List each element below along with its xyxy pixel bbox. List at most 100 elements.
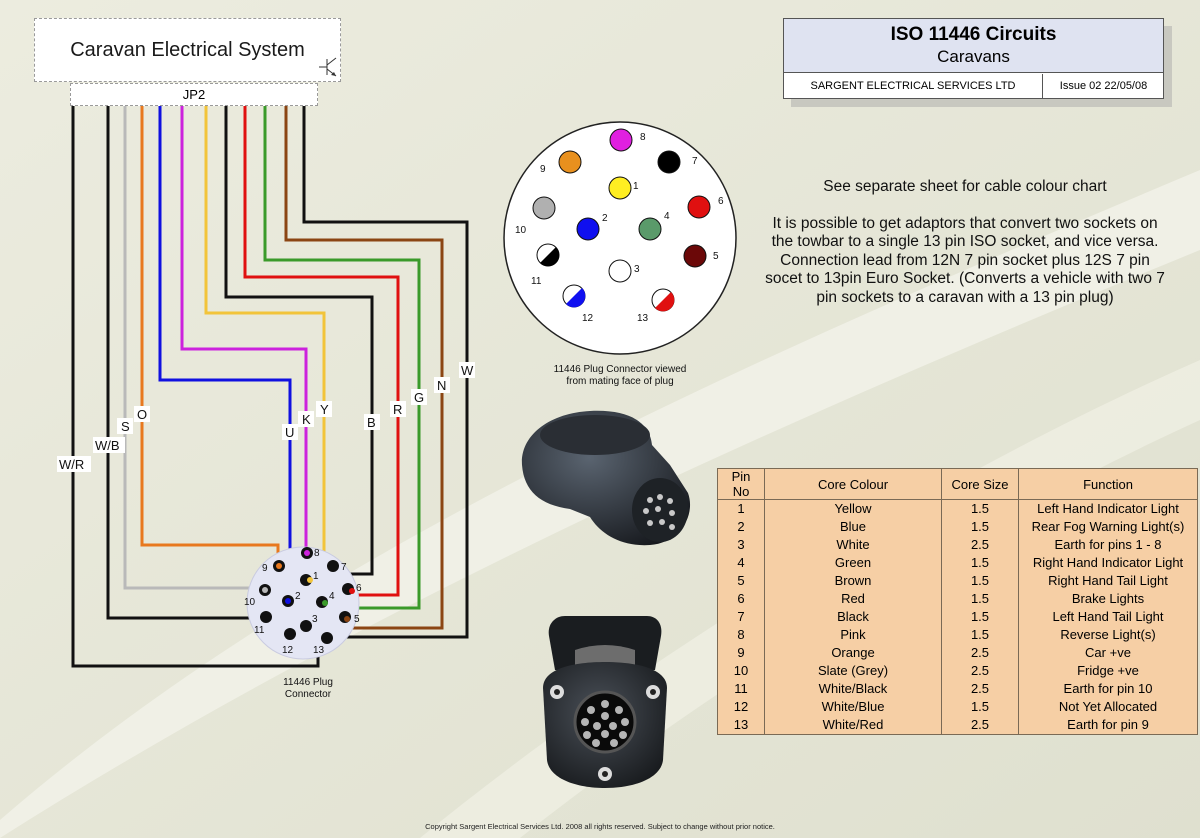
table-cell: 9 [717,644,765,662]
small-connector-caption-line2: Connector [284,689,332,700]
svg-text:11: 11 [531,276,542,287]
wire-white-black-earth [302,106,469,639]
title-block-header: ISO 11446 Circuits Caravans [784,19,1163,73]
svg-text:6: 6 [718,196,724,207]
table-cell: 1 [717,499,765,518]
copyright: Copyright Sargent Electrical Services Lt… [425,822,775,831]
svg-text:11: 11 [254,625,265,636]
col-core-size: Core Size [941,468,1019,500]
table-cell: Earth for pin 9 [1018,716,1198,735]
table-cell: Car +ve [1018,644,1198,662]
svg-text:12: 12 [582,313,594,324]
svg-text:5: 5 [354,614,360,625]
table-cell: 6 [717,590,765,608]
plug-face-caption: 11446 Plug Connector viewed from mating … [525,364,715,388]
table-cell: 2.5 [941,680,1019,698]
table-cell: 1.5 [941,590,1019,608]
transistor-icon [319,57,337,77]
plug-pin-9 [558,150,582,174]
table-cell: Black [764,608,942,626]
wire-green [263,106,421,610]
table-cell: 7 [717,608,765,626]
table-cell: Earth for pin 10 [1018,680,1198,698]
doc-title: ISO 11446 Circuits [890,24,1057,45]
wire-orange [140,106,280,564]
socket-photo-icon [543,616,667,788]
table-cell: Yellow [764,499,942,518]
table-cell: Right Hand Tail Light [1018,572,1198,590]
issue-info: Issue 02 22/05/08 [1059,80,1148,92]
table-cell: Reverse Light(s) [1018,626,1198,644]
col-pin-no: Pin No [717,468,765,500]
wire-pink [180,106,308,551]
table-cell: 4 [717,554,765,572]
pin-3 [300,620,312,632]
table-cell: 5 [717,572,765,590]
svg-text:2: 2 [602,213,608,224]
svg-text:12: 12 [282,645,294,656]
wire-label-s: S [121,419,130,434]
svg-text:3: 3 [312,614,318,625]
wire-label-w: W [461,363,474,378]
svg-text:6: 6 [356,583,362,594]
plug-pin-4 [638,217,662,241]
svg-text:1: 1 [633,181,639,192]
table-cell: White/Red [764,716,942,735]
svg-text:1: 1 [313,571,319,582]
plug-pin-8 [609,128,633,152]
wire-blue [158,106,292,597]
table-cell: 1.5 [941,698,1019,716]
table-cell: 2.5 [941,662,1019,680]
table-cell: 12 [717,698,765,716]
svg-text:8: 8 [314,548,320,559]
doc-subtitle: Caravans [937,47,1010,66]
svg-text:10: 10 [244,597,256,608]
table-cell: 1.5 [941,626,1019,644]
wire-label-wb: W/B [95,438,120,453]
table-cell: Red [764,590,942,608]
table-cell: 2 [717,518,765,536]
svg-text:2: 2 [295,591,301,602]
table-cell: Slate (Grey) [764,662,942,680]
pin-1 [300,574,312,586]
table-cell: Right Hand Indicator Light [1018,554,1198,572]
plug-pin-1 [608,176,632,200]
wire-label-k: K [302,412,311,427]
note-1: See separate sheet for cable colour char… [823,178,1107,195]
wire-label-y: Y [320,402,329,417]
table-cell: 1.5 [941,518,1019,536]
table-cell: Orange [764,644,942,662]
svg-text:8: 8 [640,132,646,143]
table-cell: White/Blue [764,698,942,716]
note-3: Connection lead from 12N 7 pin socket pl… [765,251,1165,306]
wire-label-wr: W/R [59,457,85,472]
wire-label-u: U [285,425,295,440]
table-cell: Brown [764,572,942,590]
plug-pin-3 [608,259,632,283]
plug-pin-10 [532,196,556,220]
table-cell: Pink [764,626,942,644]
plug-face-caption-line2: from mating face of plug [566,376,674,387]
table-cell: 1.5 [941,572,1019,590]
svg-text:4: 4 [329,591,335,602]
system-box: Caravan Electrical System [34,18,341,82]
table-cell: White [764,536,942,554]
table-cell: 1.5 [941,499,1019,518]
table-cell: 13 [717,716,765,735]
wire-white-black [106,106,268,620]
table-cell: Rear Fog Warning Light(s) [1018,518,1198,536]
wire-label-n: N [437,378,447,393]
table-cell: White/Black [764,680,942,698]
